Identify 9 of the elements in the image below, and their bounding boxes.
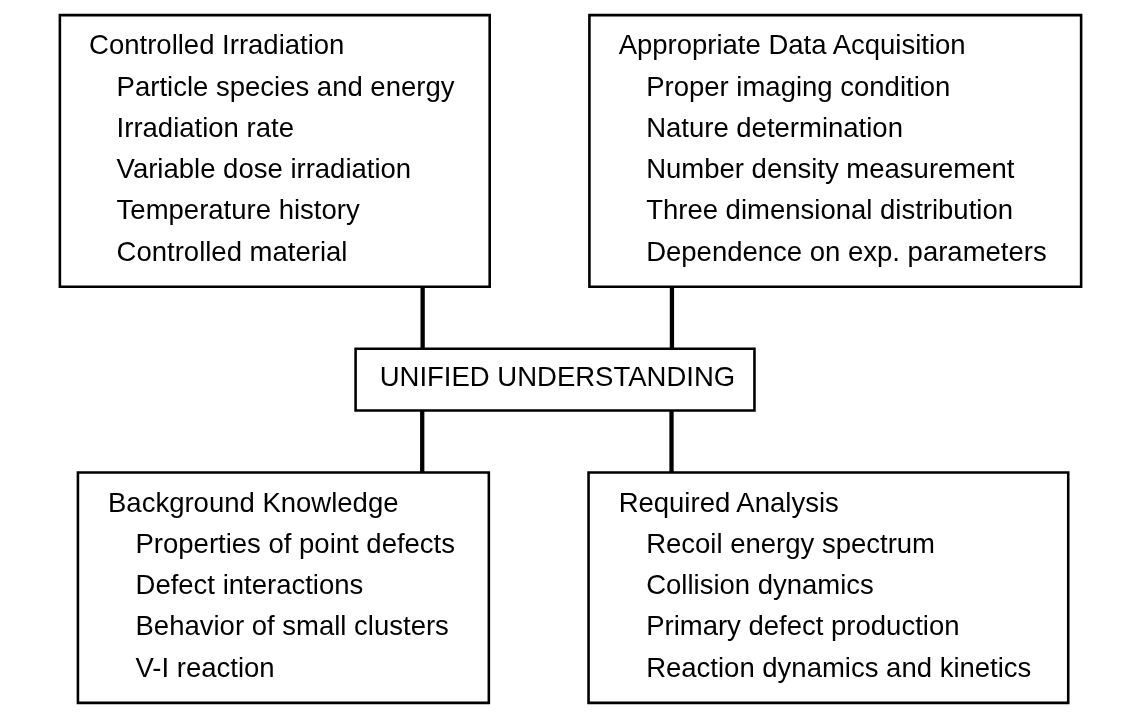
node-box: Appropriate Data Acquisition Proper imaging condition Nature determination Number density measurement Three dimensional distribution Dependence on exp. parameters xyxy=(587,13,1082,289)
node-box: Required Analysis Recoil energy spectrum Collision dynamics Primary defect production Reaction dynamics and kinetics xyxy=(586,471,1069,705)
connector xyxy=(669,287,674,349)
connector xyxy=(420,287,425,349)
node-box: UNIFIED UNDERSTANDING xyxy=(353,347,756,412)
node-box: Controlled Irradiation Particle species and energy Irradiation rate Variable dose irradiation Temperature history Controlled material xyxy=(58,13,491,289)
connector xyxy=(419,410,424,473)
node-box: Background Knowledge Properties of point defects Defect interactions Behavior of small clusters V-I reaction xyxy=(76,471,490,705)
connector xyxy=(668,410,674,473)
